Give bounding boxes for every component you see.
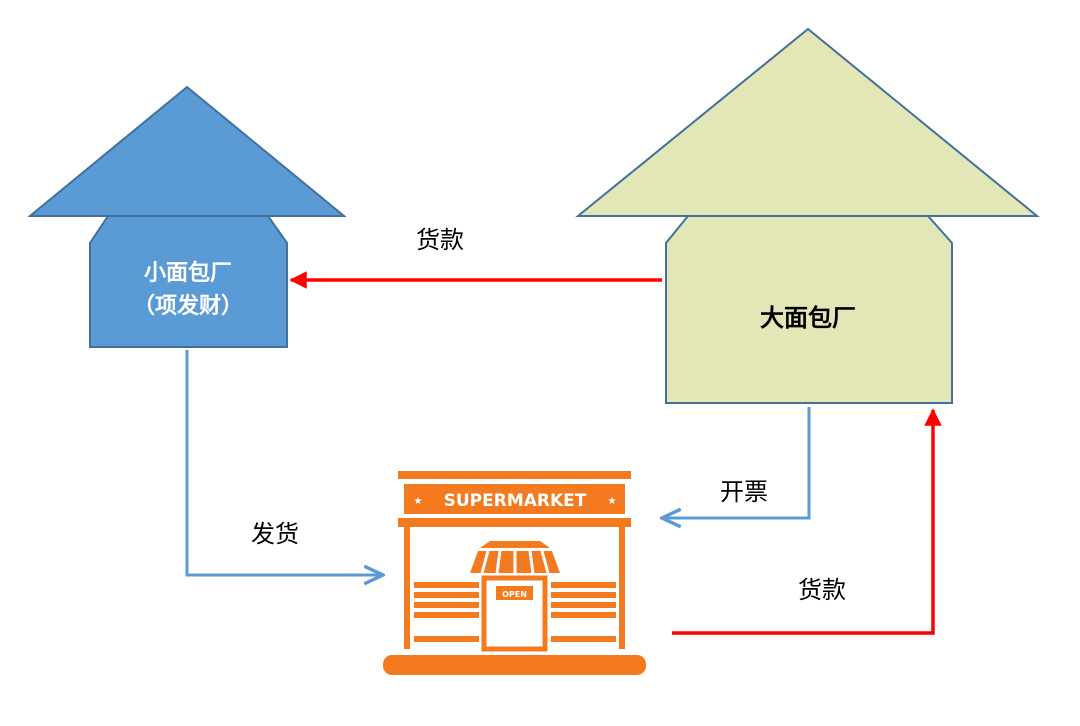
supermarket-sign: [404, 484, 625, 514]
invoice-arrow-to-store: [664, 407, 811, 518]
flow-invoice-large-to-store: 开票: [664, 407, 811, 518]
sign-star-right-icon: ★: [608, 496, 617, 507]
flow-payment-store-to-large: 货款: [672, 408, 942, 635]
large-factory-name: 大面包厂: [760, 304, 856, 332]
store-base: [383, 655, 646, 675]
delivery-arrow-to-store: [185, 350, 381, 575]
large-factory-roof: [575, 27, 1040, 217]
flow-delivery-small-to-store: 发货: [185, 350, 381, 575]
right-window: [551, 582, 616, 642]
large-factory: 大面包厂: [575, 27, 1040, 404]
payment-label-bottom: 货款: [798, 576, 846, 604]
small-factory-name: 小面包厂: [144, 260, 232, 286]
small-factory-owner: （项发财）: [133, 293, 243, 319]
invoice-label: 开票: [720, 478, 768, 506]
payment-label-top: 货款: [416, 226, 464, 254]
small-factory: 小面包厂 （项发财）: [27, 85, 347, 348]
supermarket-sign-text: SUPERMARKET: [444, 491, 587, 511]
small-factory-body: [89, 215, 288, 348]
door: OPEN: [481, 575, 548, 652]
open-sign-text: OPEN: [502, 590, 527, 599]
small-factory-roof: [27, 85, 347, 217]
awning-icon: [470, 541, 560, 574]
supermarket-storefront-icon: ★ ★ SUPERMARKET: [383, 471, 646, 675]
left-window: [414, 582, 479, 642]
payment-arrow-to-large-factory: [672, 408, 942, 635]
open-sign: [496, 586, 533, 600]
flow-payment-large-to-small: 货款: [289, 226, 662, 289]
delivery-label: 发货: [251, 520, 299, 548]
large-factory-body: [665, 215, 953, 404]
sign-star-left-icon: ★: [414, 496, 423, 507]
